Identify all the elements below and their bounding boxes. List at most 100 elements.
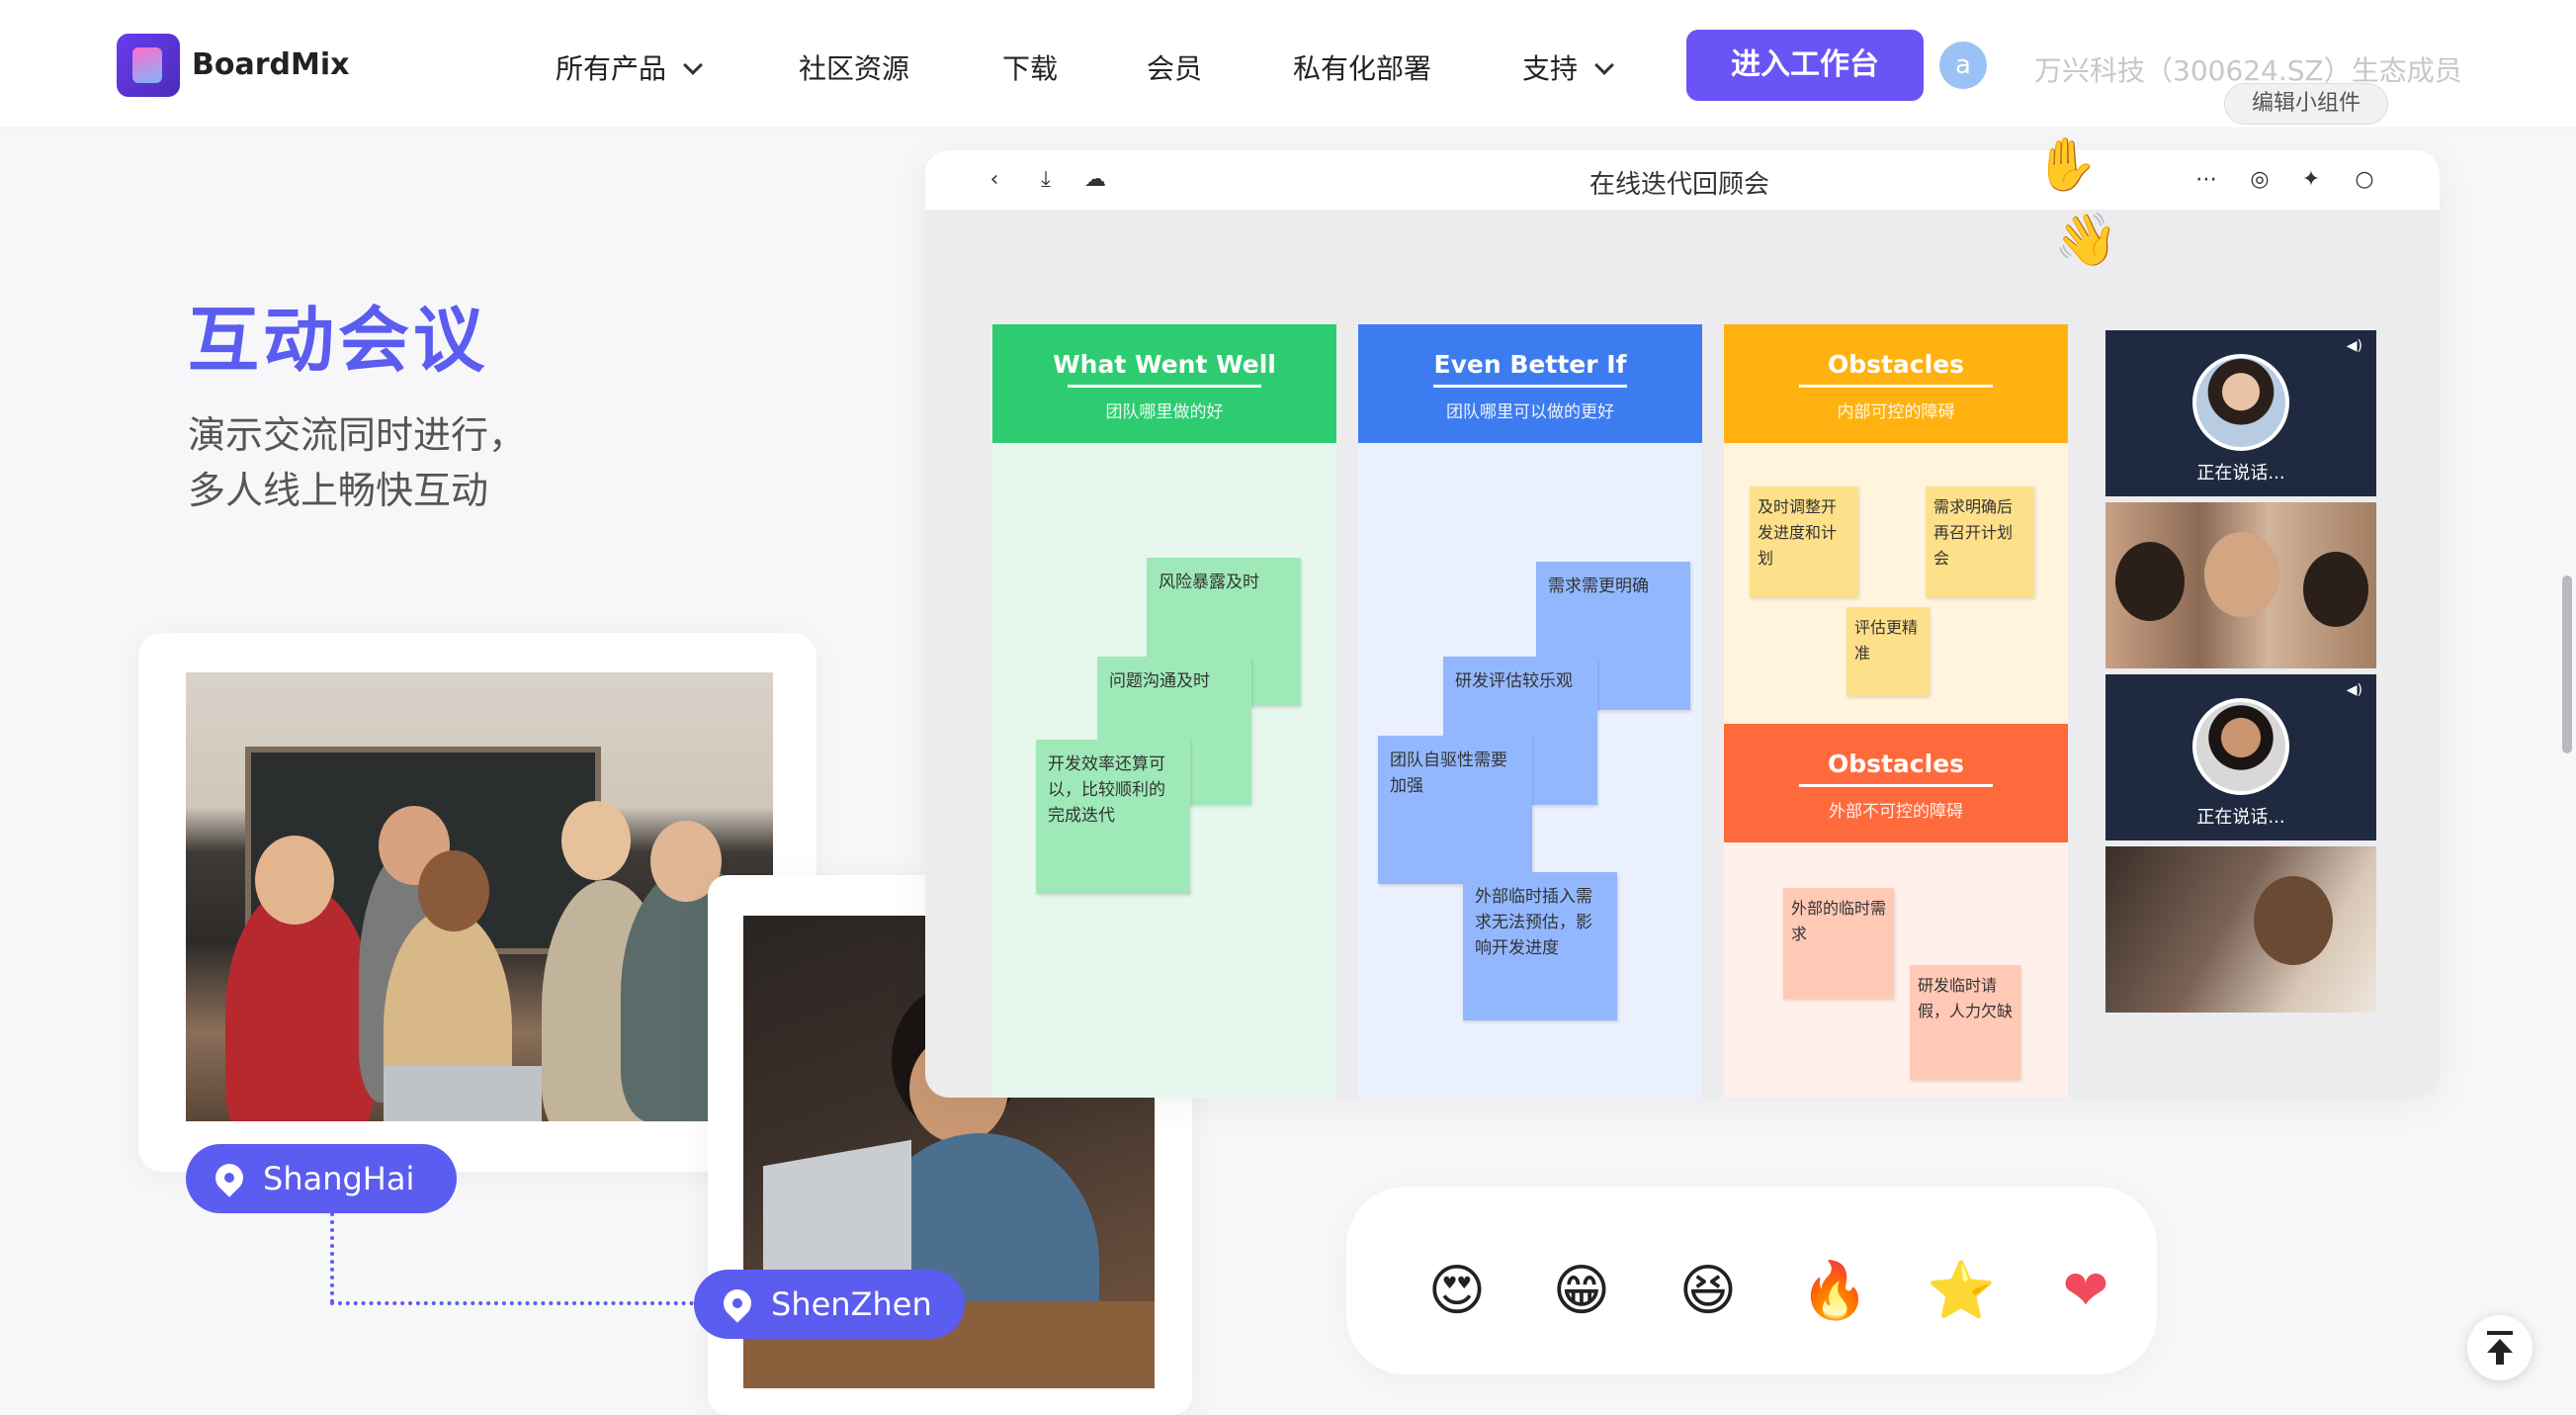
- heart-eyes-emoji-icon[interactable]: 😍: [1427, 1259, 1487, 1323]
- nav-support[interactable]: 支持: [1522, 47, 1614, 87]
- chat-icon[interactable]: ○: [2355, 167, 2374, 192]
- person: [561, 801, 631, 880]
- edit-widget-button[interactable]: 编辑小组件: [2224, 83, 2388, 125]
- download-icon[interactable]: ⤓: [1041, 167, 1051, 192]
- note-text: 外部的临时需求: [1791, 899, 1887, 943]
- hero-title: 互动会议: [188, 299, 489, 382]
- divider: [1799, 385, 1993, 388]
- column-subtitle: 团队哪里可以做的更好: [1446, 402, 1614, 422]
- column-header: Even Better If 团队哪里可以做的更好: [1358, 324, 1702, 443]
- back-to-top-icon[interactable]: [2467, 1315, 2533, 1380]
- video-tile[interactable]: [2105, 502, 2376, 668]
- speaking-label: 正在说话...: [2196, 463, 2285, 484]
- nav-download[interactable]: 下载: [1002, 52, 1059, 85]
- note-text: 开发效率还算可以，比较顺利的完成迭代: [1048, 754, 1165, 826]
- note-text: 评估更精准: [1854, 618, 1919, 663]
- column-header: Obstacles 内部可控的障碍: [1724, 324, 2068, 443]
- reaction-bar: [1346, 1187, 2157, 1374]
- retro-column-obstacles-external: Obstacles 外部不可控的障碍 外部的临时需求 研发临时请假，人力欠缺: [1724, 724, 2068, 1098]
- note-text: 需求需更明确: [1548, 576, 1649, 596]
- fire-emoji-icon[interactable]: 🔥: [1800, 1259, 1869, 1323]
- retro-column-went-well: What Went Well 团队哪里做的好 风险暴露及时 问题沟通及时 开发效…: [992, 324, 1336, 1098]
- enter-workspace-button[interactable]: 进入工作台: [1686, 30, 1924, 101]
- brand-name[interactable]: BoardMix: [192, 47, 350, 82]
- video-tile[interactable]: [2105, 846, 2376, 1013]
- speaking-label: 正在说话...: [2196, 807, 2285, 828]
- note-text: 需求明确后再召开计划会: [1933, 497, 2014, 568]
- column-title: Even Better If: [1433, 350, 1627, 379]
- sticky-note[interactable]: 研发临时请假，人力欠缺: [1910, 965, 2020, 1080]
- speaker-icon: ◀): [2346, 338, 2362, 354]
- avatar[interactable]: a: [1939, 42, 1987, 89]
- column-subtitle: 团队哪里做的好: [1105, 402, 1224, 422]
- grin-emoji-icon[interactable]: 😁: [1552, 1259, 1611, 1323]
- divider: [1433, 385, 1627, 388]
- location-pin-icon: [718, 1283, 757, 1323]
- person: [2254, 876, 2333, 965]
- location-label: ShangHai: [263, 1160, 415, 1197]
- boardmix-logo[interactable]: [117, 34, 180, 97]
- nav-label: 所有产品: [556, 52, 667, 85]
- chevron-down-icon: [1594, 55, 1614, 75]
- board-toolbar: ‹ ⤓ ☁ 在线迭代回顾会 ⋯ ◎ ✦ ○: [925, 150, 2440, 210]
- chevron-left-icon[interactable]: ‹: [989, 167, 999, 192]
- cloud-icon[interactable]: ☁: [1084, 167, 1106, 192]
- column-title: What Went Well: [1053, 350, 1276, 379]
- location-label: ShenZhen: [771, 1285, 932, 1323]
- team-meeting-photo: [186, 672, 773, 1121]
- nav-membership[interactable]: 会员: [1147, 52, 1203, 85]
- note-text: 及时调整开发进度和计划: [1758, 497, 1838, 568]
- person: [2204, 532, 2279, 617]
- party-icon[interactable]: ✦: [2301, 167, 2321, 192]
- column-header: What Went Well 团队哪里做的好: [992, 324, 1336, 443]
- sticky-note[interactable]: 外部临时插入需求无法预估，影响开发进度: [1463, 872, 1617, 1020]
- avatar: [2192, 354, 2289, 451]
- note-text: 问题沟通及时: [1109, 671, 1210, 691]
- avatar: [2192, 698, 2289, 795]
- more-icon[interactable]: ⋯: [2195, 167, 2217, 192]
- top-navigation: BoardMix 所有产品 社区资源 下载 会员 私有化部署 支持 进入工作台 …: [0, 0, 2576, 129]
- sticky-note[interactable]: 团队自驱性需要加强: [1378, 736, 1532, 884]
- nav-community[interactable]: 社区资源: [799, 52, 910, 85]
- nav-all-products[interactable]: 所有产品: [556, 47, 703, 87]
- nav-private-deploy[interactable]: 私有化部署: [1293, 52, 1432, 85]
- note-text: 外部临时插入需求无法预估，影响开发进度: [1475, 887, 1592, 958]
- person: [225, 885, 374, 1121]
- video-tile[interactable]: 正在说话... ◀): [2105, 330, 2376, 496]
- location-pin-icon: [210, 1158, 249, 1197]
- hero-subtitle: 演示交流同时进行， 多人线上畅快互动: [188, 413, 527, 512]
- person: [418, 850, 489, 931]
- nav-label: 支持: [1522, 52, 1579, 85]
- sticky-note[interactable]: 评估更精准: [1846, 607, 1930, 696]
- wave-hand-icon: ✋: [2034, 135, 2099, 195]
- location-tag-shenzhen: ShenZhen: [694, 1270, 965, 1339]
- heart-emoji-icon[interactable]: ❤: [2062, 1259, 2109, 1323]
- person: [2303, 552, 2368, 627]
- divider: [1799, 784, 1993, 787]
- whiteboard-window: ‹ ⤓ ☁ 在线迭代回顾会 ⋯ ◎ ✦ ○ What Went Well 团队哪…: [925, 150, 2440, 1098]
- location-tag-shanghai: ShangHai: [186, 1144, 457, 1213]
- person: [2115, 542, 2185, 621]
- sticky-note[interactable]: 及时调整开发进度和计划: [1750, 486, 1858, 597]
- target-icon[interactable]: ◎: [2250, 167, 2270, 192]
- column-title: Obstacles: [1827, 350, 1965, 379]
- connector-line: [330, 1212, 334, 1303]
- sticky-note[interactable]: 开发效率还算可以，比较顺利的完成迭代: [1036, 740, 1190, 894]
- board-title: 在线迭代回顾会: [1589, 170, 1770, 200]
- note-text: 团队自驱性需要加强: [1390, 751, 1507, 796]
- star-emoji-icon[interactable]: ⭐: [1927, 1259, 1996, 1323]
- column-subtitle: 外部不可控的障碍: [1829, 802, 1963, 822]
- wave-hand-icon: 👋: [2054, 211, 2118, 270]
- arrow-stem: [2496, 1351, 2504, 1365]
- speaker-icon: ◀): [2346, 682, 2362, 698]
- note-text: 风险暴露及时: [1159, 573, 1259, 592]
- note-text: 研发评估较乐观: [1455, 671, 1573, 691]
- sticky-note[interactable]: 外部的临时需求: [1783, 888, 1894, 999]
- sticky-note[interactable]: 需求明确后再召开计划会: [1926, 486, 2034, 597]
- video-tile[interactable]: 正在说话... ◀): [2105, 674, 2376, 840]
- scrollbar[interactable]: [2562, 575, 2572, 753]
- note-text: 研发临时请假，人力欠缺: [1918, 976, 2014, 1020]
- eco-member-text: 万兴科技（300624.SZ）生态成员: [2034, 54, 2462, 87]
- laugh-emoji-icon[interactable]: 😆: [1678, 1259, 1738, 1323]
